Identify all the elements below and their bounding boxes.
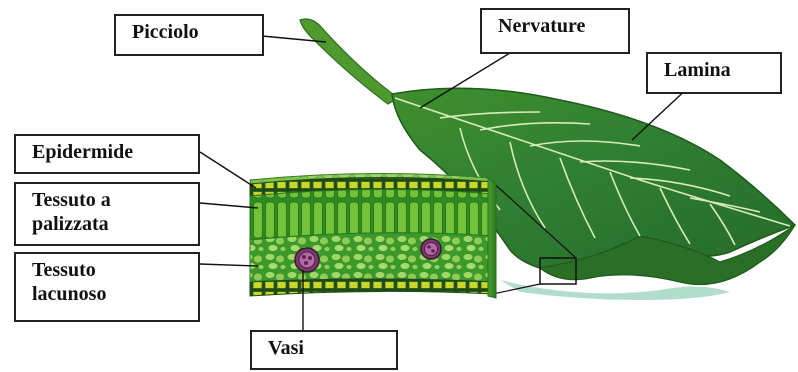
label-vasi: Vasi	[250, 330, 398, 370]
vessel-bundle-2	[421, 239, 441, 259]
label-lacunoso: Tessuto lacunoso	[14, 252, 200, 322]
label-lamina-text: Lamina	[664, 59, 731, 81]
leader-palizzata	[200, 203, 258, 208]
palisade-tissue	[250, 189, 494, 240]
leader-epidermide	[200, 152, 256, 188]
spongy-tissue	[250, 233, 494, 282]
label-picciolo-text: Picciolo	[132, 21, 199, 43]
label-nervature-text: Nervature	[498, 15, 585, 37]
label-lacunoso-text: Tessuto lacunoso	[32, 259, 106, 305]
leaf-cross-section	[250, 173, 496, 298]
label-epidermide: Epidermide	[14, 134, 200, 174]
lower-epidermis	[250, 279, 494, 296]
label-palizzata-text: Tessuto a palizzata	[32, 189, 111, 235]
leader-lacunoso	[200, 264, 258, 266]
label-vasi-text: Vasi	[268, 337, 304, 359]
label-nervature: Nervature	[480, 8, 630, 54]
petiole	[300, 19, 398, 104]
label-picciolo: Picciolo	[114, 14, 264, 56]
label-epidermide-text: Epidermide	[32, 141, 133, 163]
label-lamina: Lamina	[646, 52, 782, 94]
label-palizzata: Tessuto a palizzata	[14, 182, 200, 246]
vessel-bundle-1	[295, 248, 319, 272]
